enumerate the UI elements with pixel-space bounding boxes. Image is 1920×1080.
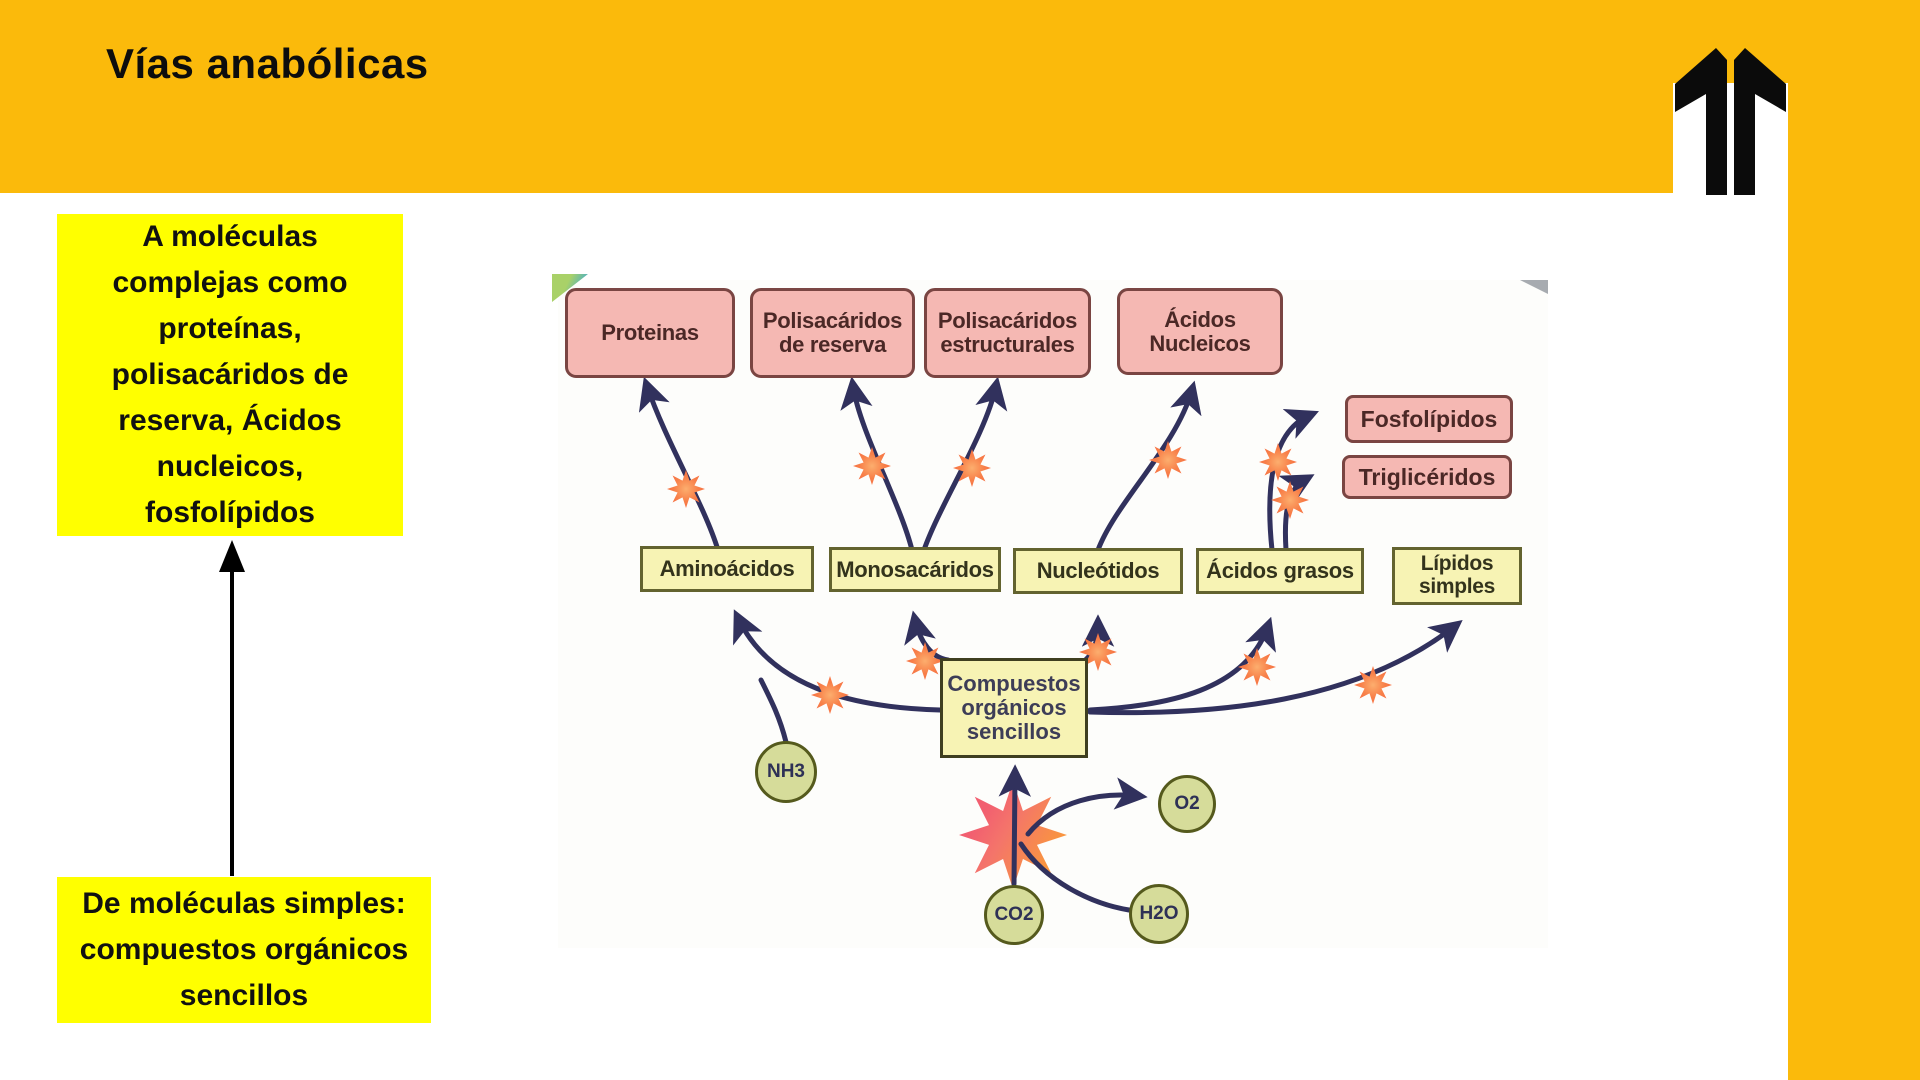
pathway-arrows [638, 376, 1463, 913]
header-bar [0, 0, 1920, 193]
box-lipidos-simples: Lípidos simples [1392, 547, 1522, 605]
box-fosfolipidos: Fosfolípidos [1345, 395, 1513, 443]
box-trigliceridos: Triglicéridos [1342, 455, 1512, 499]
reaction-starburst [811, 676, 849, 714]
molecule-o2: O2 [1158, 775, 1216, 833]
box-nucleotidos: Nucleótidos [1013, 548, 1183, 594]
reaction-starburst [667, 470, 705, 508]
box-monosacaridos: Monosacáridos [829, 547, 1001, 592]
box-polisacaridos-reserva: Polisacáridos de reserva [750, 288, 915, 378]
box-compuestos-organicos-sencillos: Compuestos orgánicos sencillos [940, 658, 1088, 758]
box-acidos-nucleicos: Ácidos Nucleicos [1117, 288, 1283, 375]
molecule-co2: CO2 [984, 885, 1044, 945]
callout-arrow-up-icon [219, 540, 245, 572]
anabolic-pathways-diagram: Proteinas Polisacáridos de reserva Polis… [552, 274, 1548, 948]
reaction-starburst [906, 642, 944, 680]
callout-simple-molecules: De moléculas simples: compuestos orgánic… [57, 877, 431, 1023]
reaction-starburst [1259, 443, 1297, 481]
box-proteinas: Proteinas [565, 288, 735, 378]
callout-arrow-line [230, 570, 234, 876]
box-aminoacidos: Aminoácidos [640, 546, 814, 592]
box-polisacaridos-estructurales: Polisacáridos estructurales [924, 288, 1091, 378]
reaction-starburst [1271, 481, 1309, 519]
callout-complex-molecules: A moléculas complejas como proteínas, po… [57, 214, 403, 536]
box-acidos-grasos: Ácidos grasos [1196, 548, 1364, 594]
reaction-starburst [1238, 648, 1276, 686]
reaction-starburst [1354, 666, 1392, 704]
double-up-arrow-logo-icon [1675, 48, 1786, 195]
molecule-nh3: NH3 [755, 741, 817, 803]
reaction-starburst [853, 447, 891, 485]
reaction-starburst [953, 449, 991, 487]
reaction-starburst [1149, 441, 1187, 479]
page-title: Vías anabólicas [106, 40, 429, 87]
right-sidebar-strip [1788, 0, 1920, 1080]
molecule-h2o: H2O [1129, 884, 1189, 944]
